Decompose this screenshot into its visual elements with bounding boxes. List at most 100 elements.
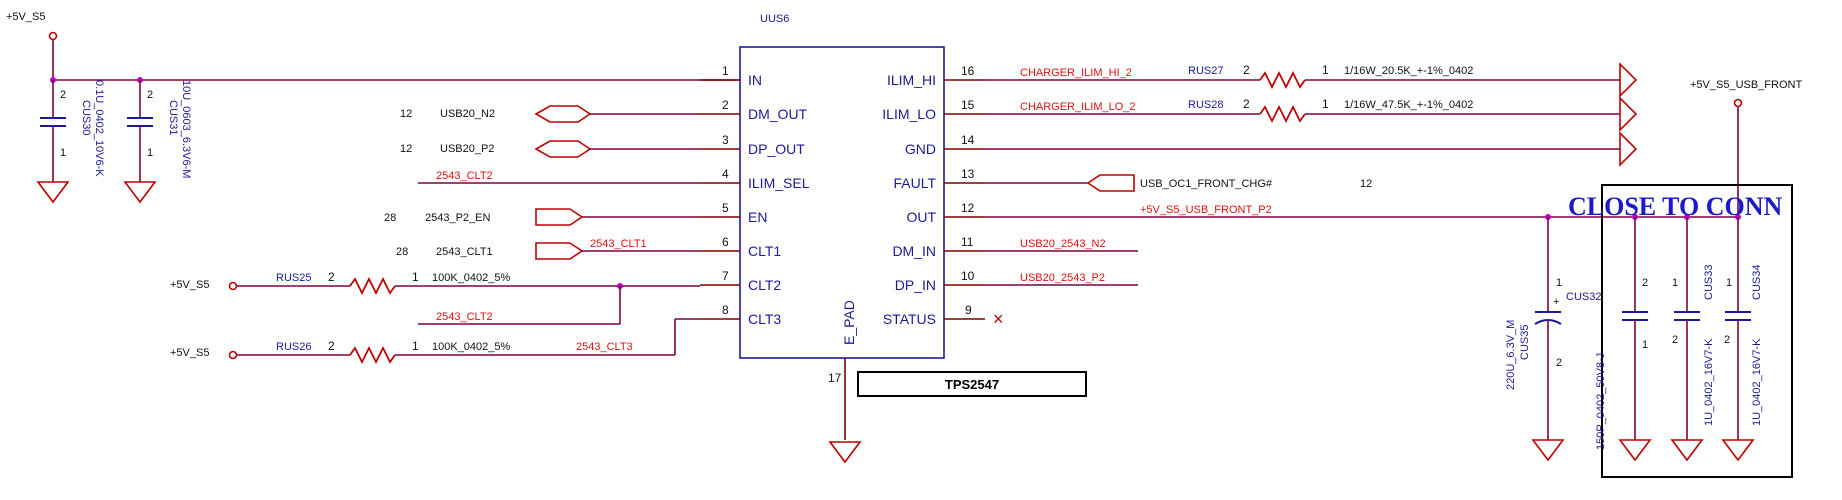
pin-number: 12 bbox=[961, 201, 975, 215]
capacitor-cus34: 1 2 CUS34 1U_0402_16V7-K bbox=[1721, 217, 1763, 462]
pin-number: 1 bbox=[722, 64, 729, 78]
power-label-5v-s5: +5V_S5 bbox=[170, 347, 209, 359]
pin-number: 14 bbox=[961, 133, 975, 147]
pin-name: OUT bbox=[906, 209, 936, 225]
resistor-value: 1/16W_20.5K_+-1%_0402 bbox=[1344, 65, 1473, 77]
pin-number: 15 bbox=[961, 98, 975, 112]
chip-body bbox=[739, 46, 945, 359]
pin-number: 2 bbox=[60, 89, 66, 101]
pin-name: E_PAD bbox=[841, 300, 857, 345]
resistor-icon bbox=[349, 345, 396, 365]
capacitor-cus32: 2 1 CUS32 150P_0402_50V8-J bbox=[1566, 217, 1652, 462]
pin-number: 1 bbox=[412, 339, 419, 353]
pin-number: 9 bbox=[965, 303, 972, 317]
capacitor-cus33: 1 2 CUS33 1U_0402_16V7-K bbox=[1670, 217, 1715, 462]
cap-value-cus32: 150P_0402_50V8-J bbox=[1595, 353, 1607, 450]
pin-name: CLT2 bbox=[748, 277, 781, 293]
pin-name: ILIM_HI bbox=[887, 72, 936, 88]
pin-number: 7 bbox=[722, 269, 729, 283]
pin-number: 1 bbox=[1726, 277, 1732, 289]
ground-icon bbox=[828, 441, 862, 464]
page-ref: 12 bbox=[1360, 178, 1372, 190]
ground-icon bbox=[1531, 439, 1565, 462]
pin-name: EN bbox=[748, 209, 767, 225]
pin-number: 17 bbox=[828, 371, 842, 385]
pin-number: 1 bbox=[147, 147, 153, 159]
cap-value-cus34: 1U_0402_16V7-K bbox=[1751, 338, 1763, 426]
pin-number: 2 bbox=[1243, 63, 1250, 77]
pin-name: DM_IN bbox=[892, 243, 936, 259]
resistor-ref: RUS25 bbox=[276, 272, 311, 284]
pin-number: 2 bbox=[328, 339, 335, 353]
pin-number: 10 bbox=[961, 269, 975, 283]
net-5v-s5-usb-front-p2: +5V_S5_USB_FRONT_P2 bbox=[985, 204, 1738, 218]
cap-ref-cus31: CUS31 bbox=[167, 100, 179, 135]
power-pin-circle bbox=[228, 281, 238, 291]
resistor-value: 100K_0402_5% bbox=[432, 341, 511, 353]
resistor-icon bbox=[349, 276, 396, 296]
net-label: 2543_CLT1 bbox=[436, 246, 493, 258]
pin-number: 2 bbox=[1642, 277, 1648, 289]
power-pin-circle bbox=[1733, 98, 1743, 108]
net-label: +5V_S5_USB_FRONT_P2 bbox=[1140, 204, 1272, 216]
page-ref: 12 bbox=[400, 143, 412, 155]
net-label: 2543_CLT2 bbox=[436, 170, 493, 182]
output-port-icon bbox=[1086, 174, 1135, 192]
page-ref: 12 bbox=[400, 108, 412, 120]
resistor-icon bbox=[1259, 104, 1306, 124]
pin-number: 1 bbox=[1642, 339, 1648, 351]
capacitor-cus35: + 1 2 CUS35 220U_6.3V_M bbox=[1505, 217, 1565, 462]
net-label: USB20_P2 bbox=[440, 143, 494, 155]
resistor-value: 100K_0402_5% bbox=[432, 272, 511, 284]
pin-number: 1 bbox=[412, 270, 419, 284]
power-pin-circle bbox=[48, 31, 58, 41]
ground-icon bbox=[123, 181, 157, 204]
net-label: USB20_2543_P2 bbox=[1020, 272, 1105, 284]
pin-number: 2 bbox=[722, 98, 729, 112]
close-to-conn-box bbox=[1601, 184, 1793, 478]
cap-ref-cus32: CUS32 bbox=[1566, 291, 1601, 303]
resistor-ref: RUS28 bbox=[1188, 99, 1223, 111]
pin-number: 11 bbox=[961, 235, 974, 249]
page-ref: 28 bbox=[396, 246, 408, 258]
pin-name: ILIM_SEL bbox=[748, 175, 810, 191]
power-label-5v-s5: +5V_S5 bbox=[6, 11, 45, 23]
capacitor-cus31: 2 1 CUS31 10U_0603_6.3V6-M bbox=[123, 80, 192, 204]
chip-part-name: TPS2547 bbox=[945, 377, 999, 392]
pin-number: 2 bbox=[1672, 334, 1678, 346]
pin-name: GND bbox=[905, 141, 936, 157]
pin-number: 1 bbox=[60, 147, 66, 159]
power-label-5v-s5: +5V_S5 bbox=[170, 279, 209, 291]
pin-number: 2 bbox=[328, 270, 335, 284]
cap-ref-cus34: CUS34 bbox=[1751, 265, 1763, 300]
chip-ref: UUS6 bbox=[760, 13, 789, 25]
pin-name: CLT3 bbox=[748, 311, 781, 327]
ground-icon bbox=[36, 181, 70, 204]
cap-polarity: + bbox=[1553, 296, 1559, 308]
pin-number: 5 bbox=[722, 201, 729, 215]
ic-uus6: UUS6 1 2 3 4 5 6 7 8 IN DM_OUT DP_OUT IL… bbox=[700, 13, 1087, 464]
net-charger-ilim-lo: CHARGER_ILIM_LO_2 RUS28 2 1 1/16W_47.5K_… bbox=[985, 97, 1620, 124]
net-label: USB_OC1_FRONT_CHG# bbox=[1140, 178, 1273, 190]
pin-name: CLT1 bbox=[748, 243, 781, 259]
pin-number: 1 bbox=[1322, 63, 1329, 77]
no-connect-icon: × bbox=[993, 309, 1004, 329]
net-clt2-rus25: +5V_S5 RUS25 2 1 100K_0402_5% 2543_CLT2 bbox=[170, 270, 700, 325]
pin-number: 1 bbox=[1322, 97, 1329, 111]
cap-ref-cus30: CUS30 bbox=[80, 100, 92, 135]
power-pin-circle bbox=[228, 350, 238, 360]
net-label: CHARGER_ILIM_HI_2 bbox=[1020, 67, 1132, 79]
pin-name: FAULT bbox=[893, 175, 936, 191]
net-usb20-2543-n2: USB20_2543_N2 bbox=[985, 238, 1138, 252]
pin-number: 6 bbox=[722, 235, 729, 249]
net-usb20-p2: 12 USB20_P2 bbox=[400, 140, 700, 158]
resistor-value: 1/16W_47.5K_+-1%_0402 bbox=[1344, 99, 1473, 111]
ground-flag-icon bbox=[1619, 96, 1638, 132]
ground-icon bbox=[1721, 439, 1755, 462]
bidirectional-port-icon bbox=[534, 105, 592, 123]
cap-value-cus33: 1U_0402_16V7-K bbox=[1703, 338, 1715, 426]
power-5v-s5-top: +5V_S5 bbox=[6, 11, 58, 80]
pin-number: 2 bbox=[1243, 97, 1250, 111]
net-label: USB20_N2 bbox=[440, 108, 495, 120]
pin-number: 3 bbox=[722, 133, 729, 147]
